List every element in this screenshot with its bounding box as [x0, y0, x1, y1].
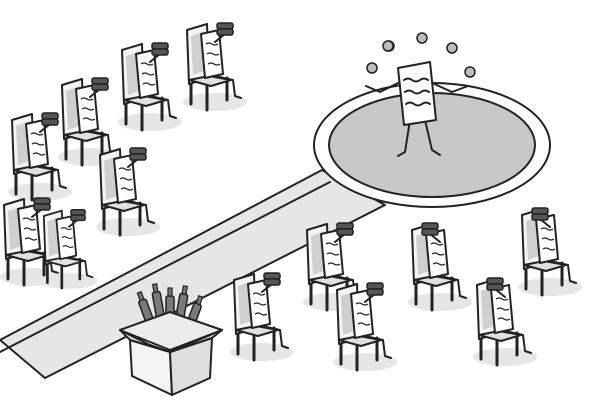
- binoculars-icon: [336, 222, 354, 236]
- binoculars-icon: [531, 207, 549, 221]
- audience-member: [473, 277, 537, 367]
- binoculars-icon: [486, 277, 504, 291]
- binoculars-icon: [33, 197, 51, 211]
- juggling-balls: [366, 32, 476, 78]
- cardboard-box: [119, 283, 223, 396]
- audience-right: [230, 207, 582, 372]
- binoculars-icon: [263, 272, 281, 286]
- audience-member: [408, 222, 472, 312]
- juggling-ball: [446, 42, 458, 54]
- audience-member: [183, 22, 247, 112]
- juggling-ball: [366, 62, 378, 74]
- runway: [0, 169, 386, 379]
- binoculars-icon: [151, 42, 169, 56]
- audience-member: [40, 209, 98, 290]
- juggling-ball: [382, 40, 394, 52]
- audience-left: [0, 22, 247, 290]
- audience-member: [118, 42, 182, 132]
- binoculars-icon: [129, 147, 147, 161]
- juggling-document: [365, 61, 469, 157]
- audience-member: [96, 147, 160, 237]
- audience-member: [230, 272, 294, 362]
- juggling-ball: [464, 66, 476, 78]
- juggling-ball: [416, 32, 428, 44]
- binoculars-icon: [41, 112, 59, 126]
- binoculars-icon: [366, 282, 384, 296]
- binoculars-icon: [70, 209, 86, 222]
- audience-member: [518, 207, 582, 297]
- audience-member: [333, 282, 397, 372]
- round-stage: [313, 82, 551, 208]
- binoculars-icon: [421, 222, 439, 236]
- binoculars-icon: [91, 77, 109, 91]
- audience-member: [8, 112, 72, 202]
- binoculars-icon: [216, 22, 234, 36]
